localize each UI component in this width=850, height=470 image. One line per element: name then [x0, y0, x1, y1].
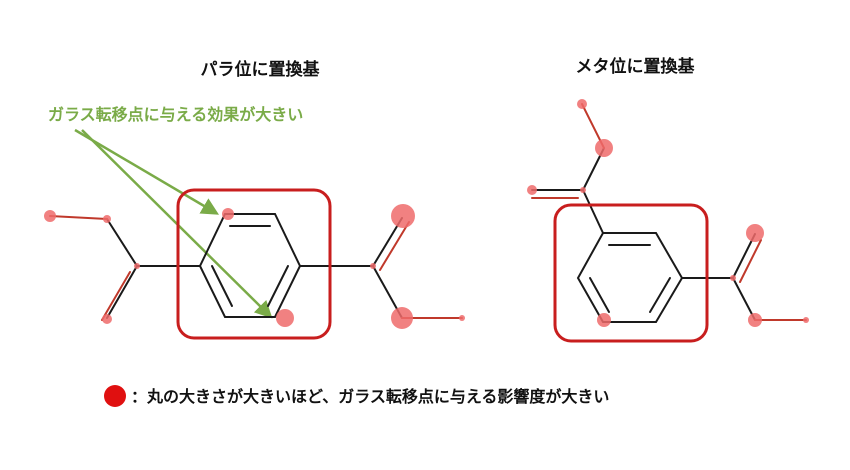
atom-marker: [595, 139, 613, 157]
annotation-arrow-upper: [74, 128, 220, 215]
atom-marker: [459, 315, 465, 321]
right-carbonyl-bond: [732, 233, 756, 279]
atom-marker: [391, 307, 413, 329]
atom-marker: [391, 204, 415, 228]
left-ester-bond: [106, 218, 138, 267]
left-carbonyl-double-bond: [101, 271, 131, 321]
atom-marker: [746, 224, 764, 242]
left-ring-double-bond: [211, 265, 233, 307]
atom-marker: [370, 263, 376, 269]
left-molecule-title: パラ位に置換基: [201, 59, 321, 80]
atom-marker: [102, 314, 112, 324]
legend-text: ：丸の大きさが大きいほど、ガラス転移点に与える影響度が大きい: [131, 387, 609, 406]
annotation-text: ガラス転移点に与える効果が大きい: [48, 105, 303, 124]
left-carbonyl-double-bond: [379, 221, 410, 271]
atom-marker: [597, 313, 611, 327]
right-ring-double-bond: [649, 277, 671, 313]
atom-marker: [527, 185, 537, 195]
right-ester-bond: [732, 277, 756, 321]
left-ring-double-bond: [267, 265, 289, 307]
atom-marker: [222, 208, 234, 220]
atom-marker: [276, 309, 294, 327]
left-molecule: [44, 188, 465, 340]
atom-marker: [44, 210, 56, 222]
atom-marker: [103, 215, 111, 223]
left-ester-bond: [49, 215, 108, 220]
legend-dot: [104, 385, 126, 407]
right-molecule: [527, 99, 809, 343]
right-carbonyl-double-bond: [739, 239, 762, 283]
atom-marker: [580, 187, 586, 193]
annotation-arrow-lower: [81, 129, 273, 319]
right-ring-highlight-box: [553, 203, 709, 343]
right-molecule-title: メタ位に置換基: [576, 56, 696, 77]
right-benzene-ring: [576, 232, 684, 323]
right-ring-double-bond: [589, 277, 610, 313]
left-carbonyl-bond: [106, 265, 138, 319]
left-ring-highlight-box: [176, 188, 332, 340]
atom-marker: [748, 313, 762, 327]
atom-marker: [577, 99, 587, 109]
left-benzene-ring: [198, 213, 302, 318]
right-ester-bond: [582, 189, 604, 234]
atom-marker: [803, 317, 809, 323]
atom-marker: [730, 275, 736, 281]
atom-marker: [134, 263, 140, 269]
